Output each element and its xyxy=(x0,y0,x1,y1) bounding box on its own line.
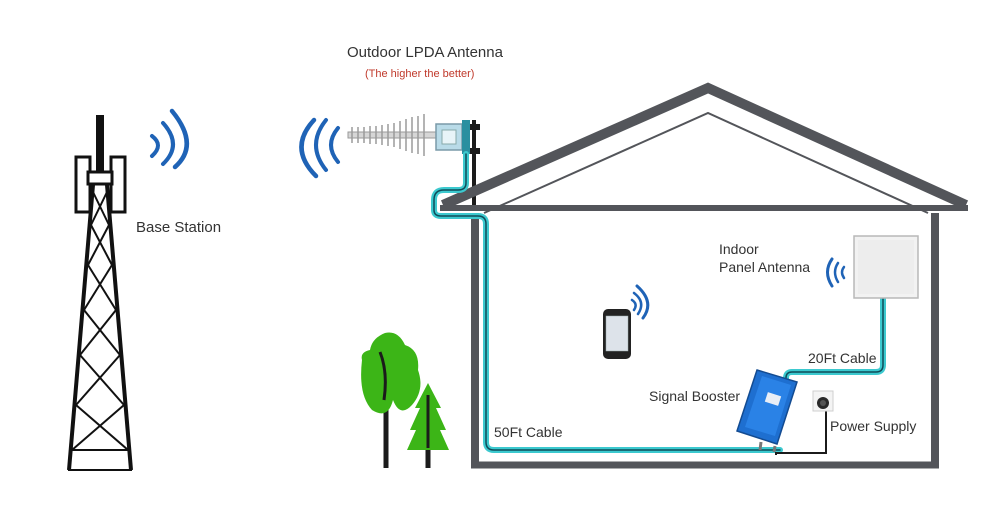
panel-antenna-icon xyxy=(853,235,919,299)
coax-cable-outdoor xyxy=(431,151,783,453)
tower-icon xyxy=(67,115,133,471)
power-supply-label: Power Supply xyxy=(830,418,917,434)
tree-icon xyxy=(361,332,449,468)
signal-wave-icon xyxy=(826,257,846,288)
indoor-antenna-label-line1: Indoor xyxy=(719,241,759,257)
lpda-antenna-icon xyxy=(347,114,480,208)
outdoor-antenna-label: Outdoor LPDA Antenna xyxy=(347,44,503,61)
outdoor-antenna-note: (The higher the better) xyxy=(365,68,475,80)
indoor-antenna-label-line2: Panel Antenna xyxy=(719,259,811,275)
power-outlet-icon xyxy=(775,390,834,455)
base-station-label: Base Station xyxy=(136,219,222,236)
coax-cable-indoor xyxy=(783,295,886,395)
cable-50ft-label: 50Ft Cable xyxy=(494,424,563,440)
signal-wave-icon xyxy=(630,284,650,320)
signal-booster-icon xyxy=(736,369,798,453)
house-outline xyxy=(440,82,969,469)
signal-wave-icon xyxy=(299,117,340,179)
signal-booster-label: Signal Booster xyxy=(649,388,741,404)
cable-20ft-label: 20Ft Cable xyxy=(808,350,877,366)
smartphone-icon xyxy=(603,309,631,359)
signal-wave-icon xyxy=(150,108,189,170)
